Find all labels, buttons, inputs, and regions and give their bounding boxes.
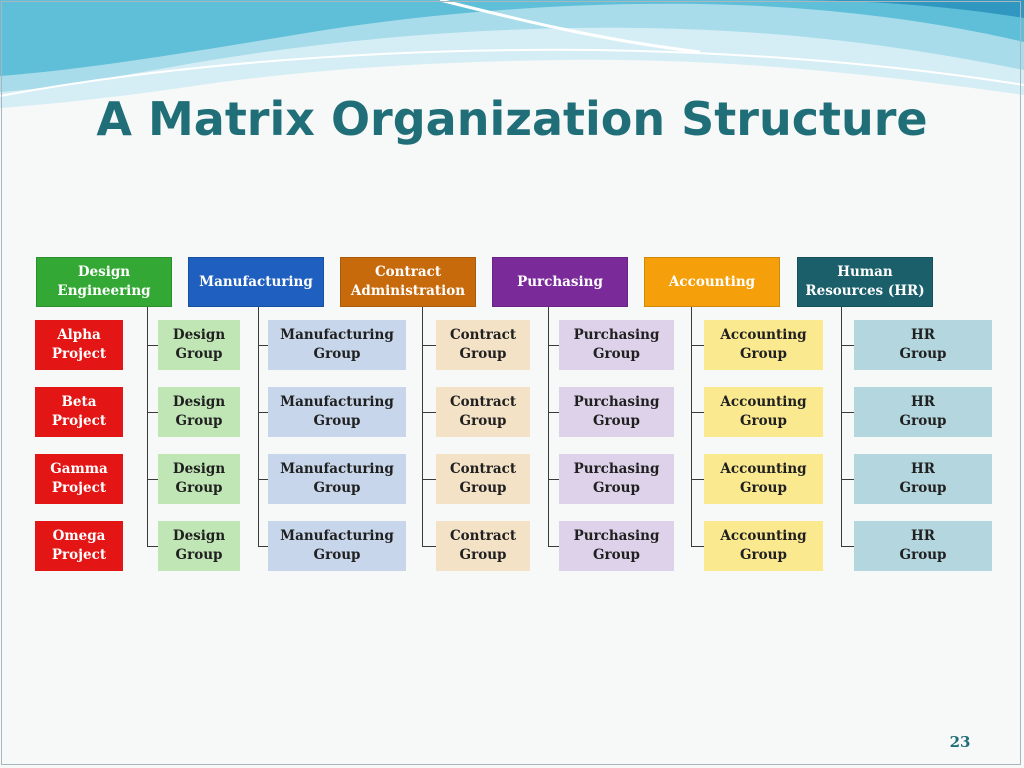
project-box: Omega Project — [35, 521, 123, 571]
group-cell: Manufacturing Group — [268, 320, 406, 370]
group-branch-line — [258, 546, 268, 547]
group-branch-line — [422, 345, 436, 346]
group-cell: Purchasing Group — [559, 320, 674, 370]
project-box: Alpha Project — [35, 320, 123, 370]
page-number: 23 — [940, 733, 980, 751]
group-branch-line — [548, 546, 559, 547]
group-cell: Purchasing Group — [559, 387, 674, 437]
group-branch-line — [548, 479, 559, 480]
group-cell: Contract Group — [436, 454, 530, 504]
department-header: Human Resources (HR) — [797, 257, 933, 307]
group-branch-line — [691, 412, 704, 413]
dept-connector-line — [548, 307, 549, 546]
group-branch-line — [691, 345, 704, 346]
group-branch-line — [548, 345, 559, 346]
group-branch-line — [841, 345, 854, 346]
group-cell: Contract Group — [436, 521, 530, 571]
group-cell: Design Group — [158, 521, 240, 571]
group-branch-line — [841, 412, 854, 413]
group-cell: Accounting Group — [704, 320, 823, 370]
group-branch-line — [422, 412, 436, 413]
group-branch-line — [691, 546, 704, 547]
project-box: Beta Project — [35, 387, 123, 437]
group-cell: Design Group — [158, 454, 240, 504]
group-cell: Accounting Group — [704, 387, 823, 437]
group-branch-line — [147, 479, 158, 480]
department-header: Purchasing — [492, 257, 628, 307]
dept-connector-line — [422, 307, 423, 546]
dept-connector-line — [258, 307, 259, 546]
group-cell: Accounting Group — [704, 454, 823, 504]
group-cell: Purchasing Group — [559, 454, 674, 504]
group-cell: Design Group — [158, 387, 240, 437]
dept-connector-line — [691, 307, 692, 546]
group-branch-line — [258, 412, 268, 413]
group-cell: Manufacturing Group — [268, 454, 406, 504]
department-header: Contract Administration — [340, 257, 476, 307]
group-cell: Manufacturing Group — [268, 521, 406, 571]
dept-connector-line — [841, 307, 842, 546]
group-cell: HR Group — [854, 454, 992, 504]
group-branch-line — [147, 345, 158, 346]
department-header: Design Engineering — [36, 257, 172, 307]
group-branch-line — [841, 546, 854, 547]
dept-connector-line — [147, 307, 148, 546]
group-branch-line — [258, 479, 268, 480]
group-cell: HR Group — [854, 320, 992, 370]
group-cell: Contract Group — [436, 320, 530, 370]
project-box: Gamma Project — [35, 454, 123, 504]
group-cell: Accounting Group — [704, 521, 823, 571]
group-branch-line — [548, 412, 559, 413]
group-branch-line — [147, 546, 158, 547]
group-branch-line — [258, 345, 268, 346]
group-branch-line — [841, 479, 854, 480]
department-header: Manufacturing — [188, 257, 324, 307]
slide-title: A Matrix Organization Structure — [0, 92, 1024, 146]
group-cell: HR Group — [854, 387, 992, 437]
group-cell: HR Group — [854, 521, 992, 571]
group-branch-line — [147, 412, 158, 413]
group-branch-line — [422, 546, 436, 547]
group-cell: Manufacturing Group — [268, 387, 406, 437]
group-branch-line — [422, 479, 436, 480]
group-cell: Design Group — [158, 320, 240, 370]
group-cell: Purchasing Group — [559, 521, 674, 571]
group-branch-line — [691, 479, 704, 480]
department-header: Accounting — [644, 257, 780, 307]
group-cell: Contract Group — [436, 387, 530, 437]
